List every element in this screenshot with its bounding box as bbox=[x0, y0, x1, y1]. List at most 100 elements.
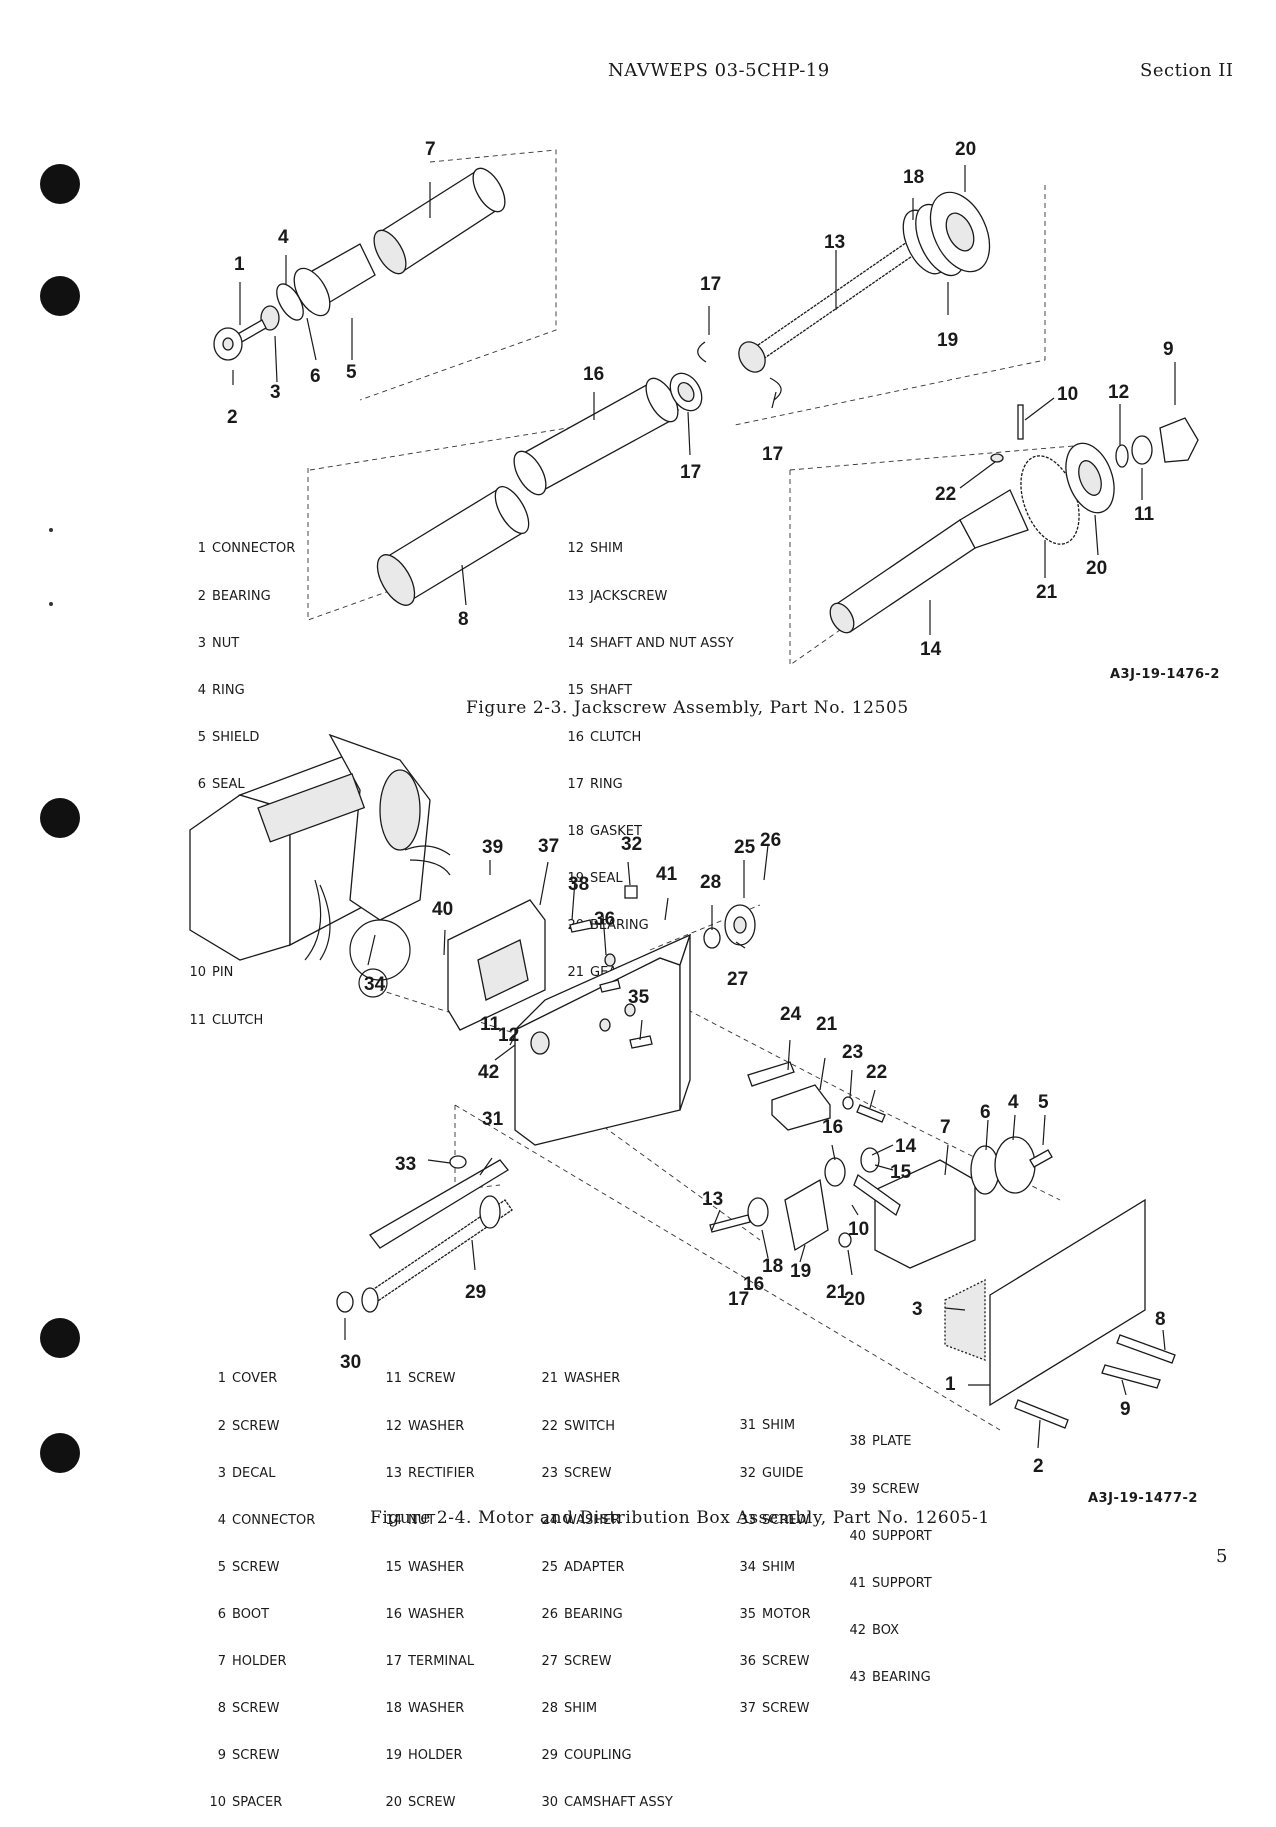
legend-number: 19 bbox=[385, 1748, 402, 1764]
legend-label: NUT bbox=[212, 635, 240, 651]
legend-number: 6 bbox=[217, 1606, 226, 1622]
callout: 16 bbox=[822, 1117, 843, 1138]
legend-label: SHIM bbox=[762, 1559, 796, 1575]
legend-number: 11 bbox=[385, 1371, 402, 1387]
callout: 4 bbox=[1008, 1092, 1019, 1113]
legend-label: CAMSHAFT ASSY bbox=[564, 1795, 673, 1811]
legend-number: 26 bbox=[541, 1606, 558, 1622]
shield-part bbox=[293, 243, 376, 317]
guide-part bbox=[369, 1159, 509, 1249]
legend-number: 18 bbox=[567, 824, 584, 840]
legend-number: 12 bbox=[385, 1418, 402, 1434]
pin-part bbox=[1017, 404, 1024, 440]
legend-label: SHIM bbox=[762, 1418, 796, 1434]
legend-number: 21 bbox=[567, 965, 584, 981]
callout: 17 bbox=[762, 444, 783, 465]
callout: 13 bbox=[702, 1189, 723, 1210]
callout: 29 bbox=[465, 1282, 486, 1303]
legend-number: 18 bbox=[385, 1701, 402, 1717]
callout: 10 bbox=[1057, 384, 1078, 405]
legend-label: WASHER bbox=[408, 1559, 465, 1575]
callout: 15 bbox=[890, 1162, 912, 1183]
legend-label: DECAL bbox=[232, 1465, 276, 1481]
callout: 1 bbox=[945, 1374, 956, 1395]
callout: 17 bbox=[728, 1289, 749, 1310]
shim-part bbox=[1115, 444, 1129, 468]
page-number: 5 bbox=[1216, 1546, 1228, 1567]
spacer-part bbox=[853, 1173, 901, 1217]
connector-part bbox=[994, 1136, 1036, 1194]
callout: 21 bbox=[1036, 582, 1058, 603]
legend-label: BEARING bbox=[872, 1669, 931, 1685]
legend-number: 30 bbox=[541, 1795, 558, 1811]
callout: 3 bbox=[270, 382, 281, 403]
ring-part bbox=[276, 283, 304, 321]
legend-label: SUPPORT bbox=[872, 1575, 932, 1591]
legend-number: 29 bbox=[541, 1748, 558, 1764]
callout: 22 bbox=[866, 1062, 887, 1083]
legend-number: 14 bbox=[385, 1512, 402, 1528]
legend-row: 30 CAMSHAFT ASSY bbox=[536, 1795, 673, 1811]
legend-row: 41 SUPPORT bbox=[844, 1575, 932, 1592]
legend-number: 23 bbox=[541, 1465, 558, 1481]
legend-number: 16 bbox=[385, 1606, 402, 1622]
legend-number: 25 bbox=[541, 1559, 558, 1575]
legend-number: 36 bbox=[739, 1653, 756, 1669]
callout: 4 bbox=[278, 227, 289, 248]
lock-assy-part bbox=[376, 486, 530, 606]
callout: 19 bbox=[790, 1261, 811, 1282]
legend-label: SHIM bbox=[564, 1701, 598, 1717]
shaft-part bbox=[513, 377, 679, 496]
legend-number: 42 bbox=[849, 1622, 866, 1638]
legend-label: HOLDER bbox=[232, 1654, 287, 1670]
shaft-nut-assy-part bbox=[829, 489, 1029, 634]
legend-number: 10 bbox=[209, 1795, 226, 1811]
legend-number: 39 bbox=[849, 1481, 866, 1497]
callout: 5 bbox=[346, 362, 357, 383]
legend-label: CLUTCH bbox=[212, 1012, 264, 1028]
legend-label: WASHER bbox=[564, 1512, 621, 1528]
callout: 7 bbox=[940, 1117, 951, 1138]
legend-label: SCREW bbox=[762, 1512, 810, 1528]
legend-number: 13 bbox=[385, 1465, 402, 1481]
callout: 26 bbox=[760, 830, 781, 851]
legend-number: 24 bbox=[541, 1512, 558, 1528]
washer-part bbox=[838, 1232, 852, 1248]
legend-row: 24 WASHER bbox=[536, 1513, 673, 1529]
legend-number: 7 bbox=[197, 824, 206, 840]
legend-number: 41 bbox=[849, 1575, 866, 1591]
margin-dot bbox=[49, 528, 53, 532]
legend-label: SUPPORT bbox=[872, 1528, 932, 1544]
legend-label: GEAR bbox=[590, 965, 627, 981]
legend-label: JACKSCREW bbox=[590, 588, 668, 604]
legend-label: SCREW bbox=[762, 1701, 810, 1717]
legend-label: BOOT bbox=[232, 1606, 270, 1622]
callout: 39 bbox=[482, 837, 503, 858]
callout: 6 bbox=[310, 366, 321, 387]
plate-part bbox=[447, 899, 546, 1031]
legend-row: 21 GEAR bbox=[562, 965, 734, 981]
callout: 3 bbox=[912, 1299, 923, 1320]
legend-number: 5 bbox=[197, 729, 206, 745]
